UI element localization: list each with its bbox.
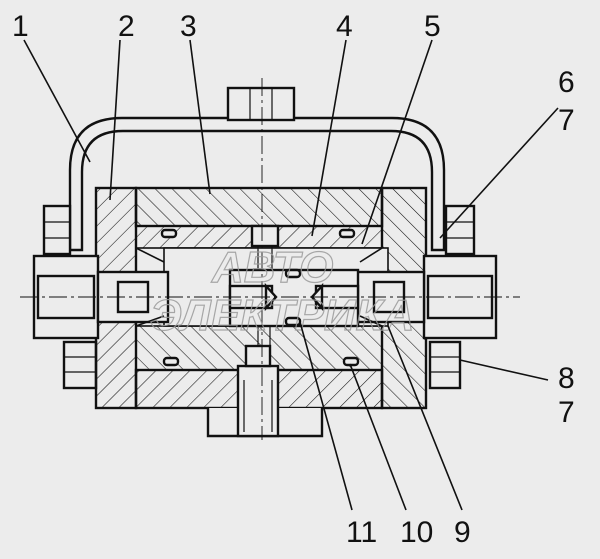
watermark-line1: АВТО	[211, 243, 333, 292]
callout-2: 2	[118, 10, 135, 43]
callout-11: 11	[346, 516, 377, 549]
callouts: 1 2 3 4 5 6 7 8 7 9 10 11	[12, 10, 575, 549]
o-rings	[160, 228, 360, 367]
bottom-plug	[236, 326, 280, 438]
left-nut-upper	[42, 204, 72, 256]
callout-4: 4	[336, 10, 353, 43]
right-nut-upper	[444, 204, 476, 256]
leader-lines	[23, 39, 559, 511]
watermark: АВТО ЭЛЕКТРИКА	[149, 242, 415, 340]
callout-10: 10	[400, 516, 433, 549]
callout-6: 6	[558, 66, 575, 99]
top-plug	[250, 224, 280, 270]
bore-chamfers	[135, 247, 383, 327]
callout-1: 1	[12, 10, 29, 43]
callout-7-bottom: 7	[558, 396, 575, 429]
callout-5: 5	[424, 10, 441, 43]
u-bracket	[68, 116, 446, 252]
callout-9: 9	[454, 516, 471, 549]
center-lines	[20, 78, 520, 440]
valve-core	[228, 268, 360, 328]
left-nut-lower	[62, 340, 98, 390]
callout-3: 3	[180, 10, 197, 43]
callout-8: 8	[558, 362, 575, 395]
top-hex-nut	[226, 86, 296, 122]
right-nut-lower	[428, 340, 462, 390]
callout-7-top: 7	[558, 104, 575, 137]
watermark-line2: ЭЛЕКТРИКА	[150, 291, 414, 340]
